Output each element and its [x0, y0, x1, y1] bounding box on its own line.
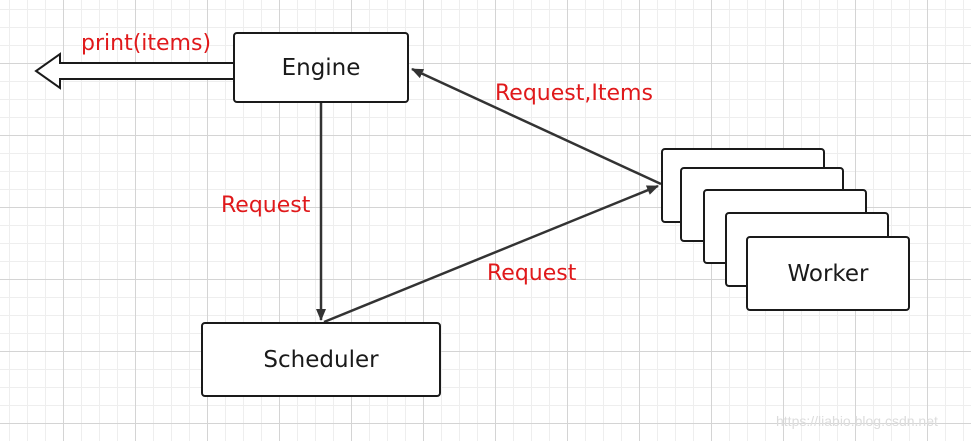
output-hollow-arrow	[34, 52, 234, 90]
worker-label: Worker	[787, 260, 869, 287]
scheduler-node: Scheduler	[201, 322, 441, 397]
edge-scheduler-to-worker	[323, 184, 659, 324]
edge-worker-to-engine	[411, 67, 662, 186]
watermark: https://liabio.blog.csdn.net	[776, 413, 938, 429]
scheduler-to-worker-edge-label: Request	[487, 261, 577, 286]
worker-node: Worker	[746, 236, 910, 311]
engine-node: Engine	[233, 32, 409, 103]
engine-to-scheduler-edge-label: Request	[221, 193, 311, 218]
worker-to-engine-edge-label: Request,Items	[495, 81, 653, 106]
output-edge-label: print(items)	[81, 31, 212, 56]
scheduler-label: Scheduler	[263, 346, 379, 373]
engine-label: Engine	[281, 54, 361, 81]
